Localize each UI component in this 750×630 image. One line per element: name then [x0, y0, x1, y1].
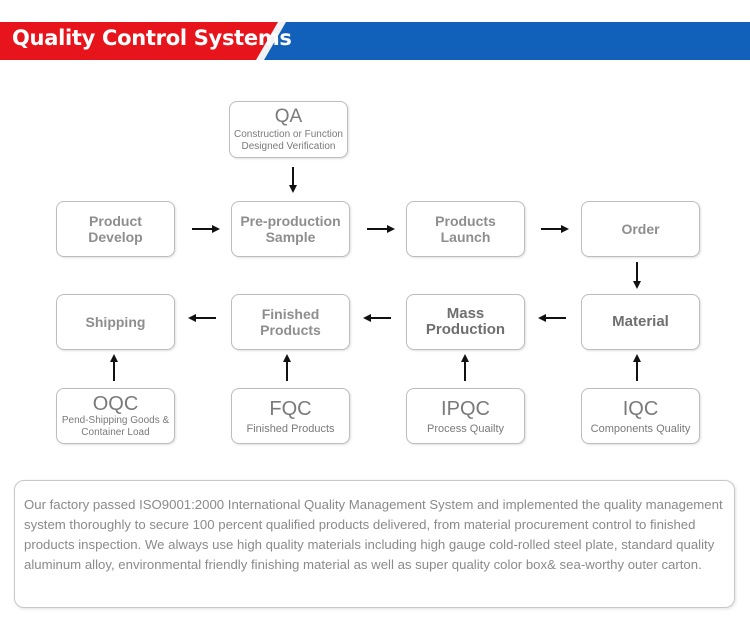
label: Develop	[88, 229, 143, 245]
title: IPQC	[441, 397, 490, 420]
label: Shipping	[85, 314, 146, 330]
label: Material	[612, 313, 669, 330]
label: Mass	[446, 305, 485, 322]
subtitle: Finished Products	[246, 422, 335, 435]
title: OQC	[92, 393, 139, 415]
description-text: Our factory passed ISO9001:2000 Internat…	[24, 497, 723, 572]
box-shipping: Shipping	[56, 294, 175, 350]
subtitle: Components Quality	[590, 422, 691, 435]
subtitle: Pend-Shipping Goods &	[61, 415, 170, 426]
qa-line2: Designed Verification	[241, 140, 336, 152]
box-material: Material	[581, 294, 700, 350]
box-iqc: IQC Components Quality	[581, 388, 700, 444]
box-ipqc: IPQC Process Quailty	[406, 388, 525, 444]
qa-box: QA Construction or Function Designed Ver…	[229, 101, 348, 158]
label: Launch	[440, 229, 491, 245]
label: Products	[435, 213, 496, 229]
page-title: Quality Control Systems	[12, 26, 292, 50]
qa-line1: Construction or Function	[234, 128, 343, 140]
description-box: Our factory passed ISO9001:2000 Internat…	[14, 480, 735, 608]
subtitle: Process Quailty	[426, 422, 505, 435]
flow-arrows	[110, 167, 641, 381]
label: Products	[260, 322, 321, 338]
title: IQC	[622, 397, 659, 420]
box-order: Order	[581, 201, 700, 257]
box-fqc: FQC Finished Products	[231, 388, 350, 444]
label: Pre-production	[240, 213, 341, 229]
box-finished-products: Finished Products	[231, 294, 350, 350]
box-products-launch: Products Launch	[406, 201, 525, 257]
box-product-develop: Product Develop	[56, 201, 175, 257]
label: Sample	[265, 229, 316, 245]
label: Order	[621, 221, 660, 237]
box-pre-production-sample: Pre-production Sample	[231, 201, 350, 257]
subtitle: Container Load	[81, 427, 150, 438]
label: Production	[425, 321, 506, 338]
box-mass-production: Mass Production	[406, 294, 525, 350]
title: FQC	[269, 397, 312, 420]
label: Finished	[261, 306, 320, 322]
qa-title: QA	[274, 105, 303, 127]
box-oqc: OQC Pend-Shipping Goods & Container Load	[56, 388, 175, 444]
label: Product	[89, 213, 142, 229]
header-banner	[0, 22, 750, 60]
